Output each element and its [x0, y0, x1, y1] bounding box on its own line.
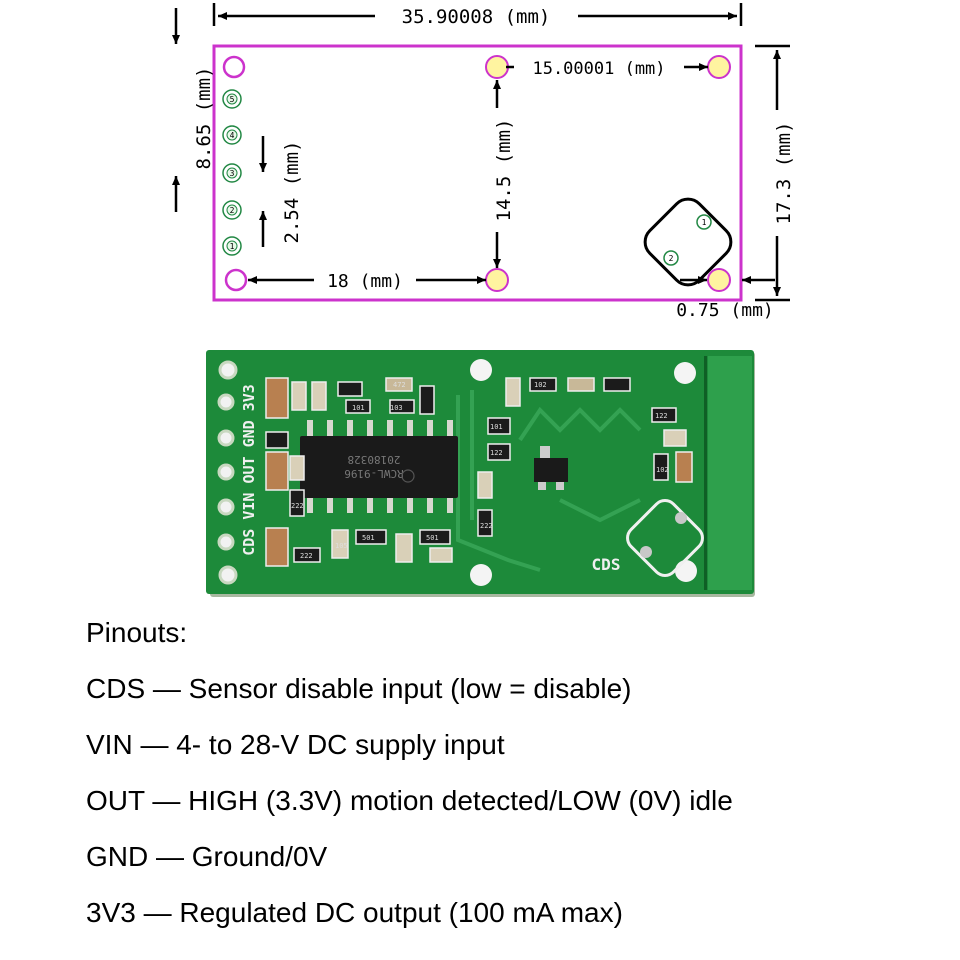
pin-pad-bottom — [224, 268, 248, 292]
resistor-code: 105 — [335, 542, 348, 550]
pcb-board: CDS VIN OUT GND 3V3 RCWL-9196 20180328 — [206, 350, 755, 597]
pin-pad-3: 3 — [222, 163, 242, 183]
sot-transistor — [534, 446, 568, 490]
dimension-drawing: 5 4 3 2 1 — [172, 3, 795, 321]
dim-mount-spacing-label: 15.00001 (mm) — [532, 59, 665, 79]
resistor-code: 501 — [362, 534, 375, 542]
board-hole — [674, 362, 696, 384]
ic-marking-line-1: RCWL-9196 — [344, 467, 404, 480]
dim-width-label: 35.90008 (mm) — [402, 6, 551, 28]
dim-height-label: 17.3 (mm) — [773, 122, 795, 225]
resistor-code: 501 — [426, 534, 439, 542]
pin-number: 1 — [230, 242, 235, 251]
pin-pad-6 — [222, 55, 246, 79]
dim-pitch-label: 2.54 (mm) — [281, 141, 303, 244]
dim-height-left-label: 8.65 (mm) — [193, 67, 215, 170]
antenna-silkscreen — [626, 499, 704, 577]
mount-hole-top-right — [707, 55, 731, 79]
resistor-code: 103 — [390, 404, 403, 412]
resistor-code: 101 — [352, 404, 365, 412]
board-hole — [470, 564, 492, 586]
pinouts-list: Pinouts: CDS — Sensor disable input (low… — [86, 608, 946, 944]
pinouts-heading: Pinouts: — [86, 617, 188, 648]
pin-pad-4: 4 — [222, 125, 242, 145]
resistor-code: 102 — [656, 466, 669, 474]
header-holes — [217, 360, 238, 585]
mount-hole-bottom-middle — [485, 268, 509, 292]
antenna-pin-number: 2 — [669, 254, 674, 263]
resistor-code: 222 — [480, 522, 493, 530]
dim-corner-label: 0.75 (mm) — [676, 300, 774, 321]
dimension-lines — [172, 3, 790, 302]
pin-labels-silkscreen: CDS VIN OUT GND 3V3 — [240, 384, 258, 556]
header-pads: 5 4 3 2 1 — [222, 55, 248, 292]
resistor-code: 101 — [490, 423, 503, 431]
mount-hole-top-middle — [485, 55, 509, 79]
pin-number: 2 — [230, 206, 235, 215]
dim-vertical-mount-label: 14.5 (mm) — [493, 119, 515, 222]
pin-number: 3 — [230, 169, 235, 178]
pinout-vin: VIN — 4- to 28-V DC supply input — [86, 729, 505, 760]
pinout-cds: CDS — Sensor disable input (low = disabl… — [86, 673, 632, 704]
main-ic: RCWL-9196 20180328 — [300, 420, 458, 513]
pin-number: 5 — [230, 95, 235, 104]
resistor-code: 222 — [300, 552, 313, 560]
board-outline — [212, 44, 743, 302]
dim-bottom-label: 18 (mm) — [327, 271, 403, 292]
pinout-gnd: GND — Ground/0V — [86, 841, 328, 872]
smd-components — [265, 377, 693, 567]
ic-marking-line-2: 20180328 — [348, 453, 401, 466]
pin-pad-2: 2 — [222, 200, 242, 220]
pinout-out: OUT — HIGH (3.3V) motion detected/LOW (0… — [86, 785, 733, 816]
resistor-code: 122 — [655, 412, 668, 420]
board-hole — [675, 560, 697, 582]
board-hole — [470, 359, 492, 381]
cds-silkscreen-label: CDS — [592, 555, 621, 574]
antenna-ground-plane — [708, 356, 752, 590]
resistor-code: 102 — [534, 381, 547, 389]
pin-number: 4 — [230, 131, 235, 140]
resistor-code: 222 — [291, 502, 304, 510]
pin-pad-5: 5 — [222, 89, 242, 109]
resistor-code: 472 — [393, 381, 406, 389]
mount-hole-bottom-right — [707, 268, 731, 292]
pinout-3v3: 3V3 — Regulated DC output (100 mA max) — [86, 897, 623, 928]
resistor-codes: 103 101 472 102 122 102 101 122 222 222 … — [291, 381, 669, 560]
pin-pad-1: 1 — [222, 236, 242, 256]
antenna-outline: 1 2 — [643, 197, 733, 287]
resistor-code: 122 — [490, 449, 503, 457]
antenna-pin-number: 1 — [702, 218, 707, 227]
